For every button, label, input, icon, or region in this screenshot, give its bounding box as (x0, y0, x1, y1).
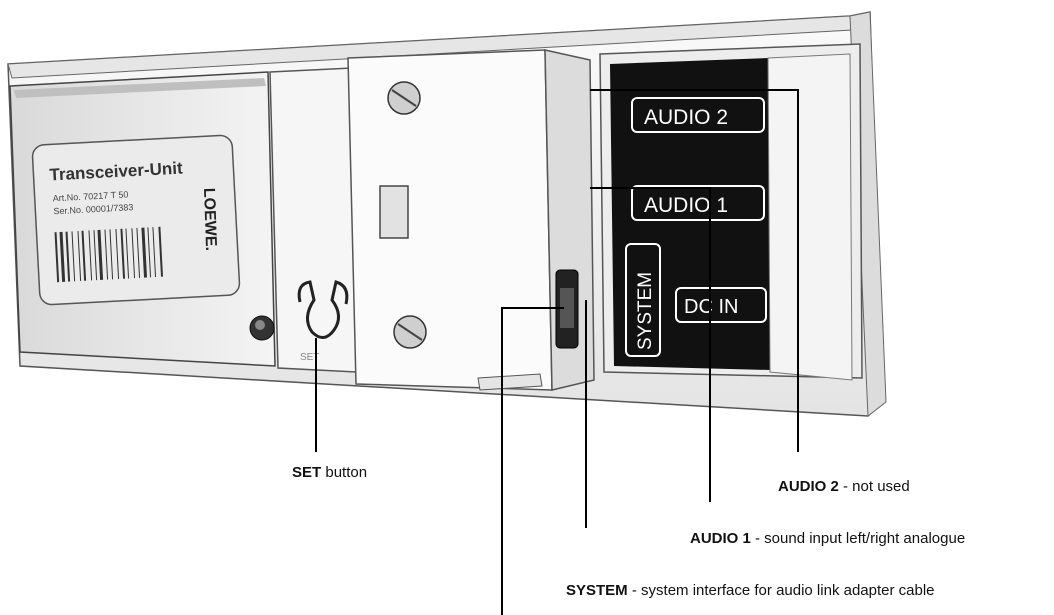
callout-audio2-term: AUDIO 2 (778, 478, 839, 495)
callout-audio2: AUDIO 2 - not used (778, 478, 910, 496)
mounting-bracket (348, 50, 594, 390)
callout-system-term: SYSTEM (566, 582, 628, 599)
system-port-text: SYSTEM (635, 272, 656, 350)
dcin-port-text: DC IN (684, 296, 738, 318)
callout-audio1-term: AUDIO 1 (690, 530, 751, 547)
callout-set-term: SET (292, 464, 321, 481)
callout-system: SYSTEM - system interface for audio link… (566, 582, 935, 600)
audio2-port-text: AUDIO 2 (644, 106, 728, 129)
audio1-port-text: AUDIO 1 (644, 194, 728, 217)
callout-set: SET button (292, 464, 367, 482)
callout-audio1-desc: - sound input left/right analogue (755, 530, 965, 547)
callout-audio1: AUDIO 1 - sound input left/right analogu… (690, 530, 965, 548)
transceiver-module: Transceiver-Unit Art.No. 70217 T 50 Ser.… (10, 72, 275, 366)
brand-logo: LOEWE. (200, 188, 219, 252)
callout-system-desc: - system interface for audio link adapte… (632, 582, 935, 599)
set-button-segment: SET (270, 68, 356, 372)
callout-audio2-desc: - not used (843, 478, 910, 495)
callout-set-desc: button (325, 464, 367, 481)
connector-panel: AUDIO 2 AUDIO 1 SYSTEM DC IN (600, 44, 862, 380)
